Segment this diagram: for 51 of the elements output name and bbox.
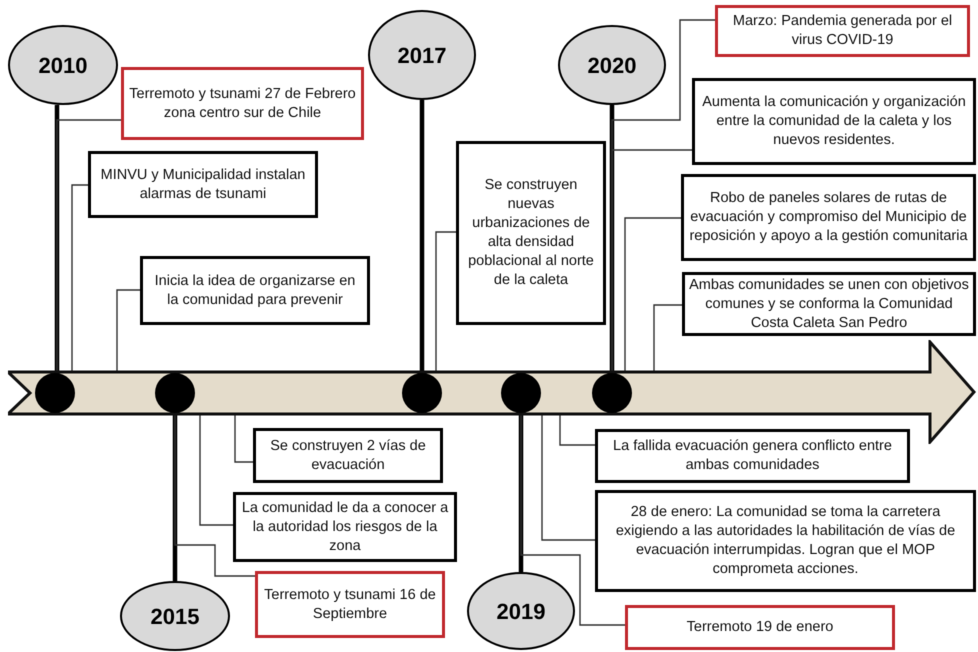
connector-line [420, 100, 424, 373]
event-text: 28 de enero: La comunidad se toma la carretera exigiendo a las autoridades la habilitación de vías de evacuación interrumpidas. Logran que el MOP comprometa acciones. [614, 503, 956, 579]
event-box [595, 490, 976, 592]
connector-line [199, 414, 233, 526]
connector-line [54, 105, 60, 373]
connector-line [518, 413, 524, 572]
event-box [253, 428, 443, 483]
connector-line [653, 304, 682, 372]
connector-line [71, 184, 88, 372]
connector-line [559, 414, 595, 446]
connector-line [520, 413, 625, 626]
connector-line [610, 105, 614, 373]
earthquake-event-box [625, 605, 895, 650]
event-box [88, 151, 318, 218]
connector-line [435, 231, 456, 372]
earthquake-event-box [255, 571, 445, 638]
event-box [692, 78, 976, 165]
event-text: Se construyen nuevas urbanizaciones de alta densidad poblacional al norte de la caleta [467, 176, 595, 290]
year-label: 2019 [496, 598, 546, 626]
event-text: Ambas comunidades se unen con objetivos comunes y se conforma la Comunidad Costa Caleta San Pedro [689, 276, 969, 332]
connector-line [56, 119, 121, 373]
event-text: Terremoto y tsunami 16 de Septiembre [263, 586, 437, 624]
year-label: 2010 [38, 52, 88, 80]
connector-line [611, 149, 692, 373]
year-label: 2017 [398, 42, 446, 70]
event-text: Robo de paneles solares de rutas de evacuación y compromiso del Municipio de reposición y apoyo a la gestión comunitaria [688, 189, 969, 246]
connector-line [172, 413, 178, 581]
connector-line [541, 414, 595, 541]
connector-line [234, 414, 253, 463]
event-box [682, 272, 976, 336]
earthquake-event-box [715, 5, 970, 57]
year-label: 2020 [588, 52, 636, 80]
event-box [681, 174, 976, 261]
event-text: Marzo: Pandemia generada por el virus COVID-19 [732, 12, 954, 50]
event-box [140, 256, 370, 325]
event-text: Terremoto y tsunami 27 de Febrero zona centro sur de Chile [128, 84, 357, 122]
year-label: 2015 [150, 602, 200, 630]
event-text: La comunidad le da a conocer a la autoridad los riesgos de la zona [240, 498, 450, 556]
event-text: La fallida evacuación genera conflicto entre ambas comunidades [612, 437, 893, 475]
event-box [233, 492, 457, 562]
connector-line [116, 289, 140, 372]
event-text: Aumenta la comunicación y organización entre la comunidad de la caleta y los nuevos residentes. [701, 93, 967, 150]
event-box [595, 429, 910, 483]
event-text: Terremoto 19 de enero [686, 618, 834, 637]
connector-line [174, 413, 255, 577]
event-text: Se construyen 2 vías de evacuación [269, 436, 427, 474]
earthquake-event-box [121, 67, 364, 140]
event-box [456, 141, 606, 325]
event-text: Inicia la idea de organizarse en la comunidad para prevenir [154, 272, 356, 310]
connector-line [624, 217, 681, 372]
event-text: MINVU y Municipalidad instalan alarmas de tsunami [100, 166, 306, 204]
